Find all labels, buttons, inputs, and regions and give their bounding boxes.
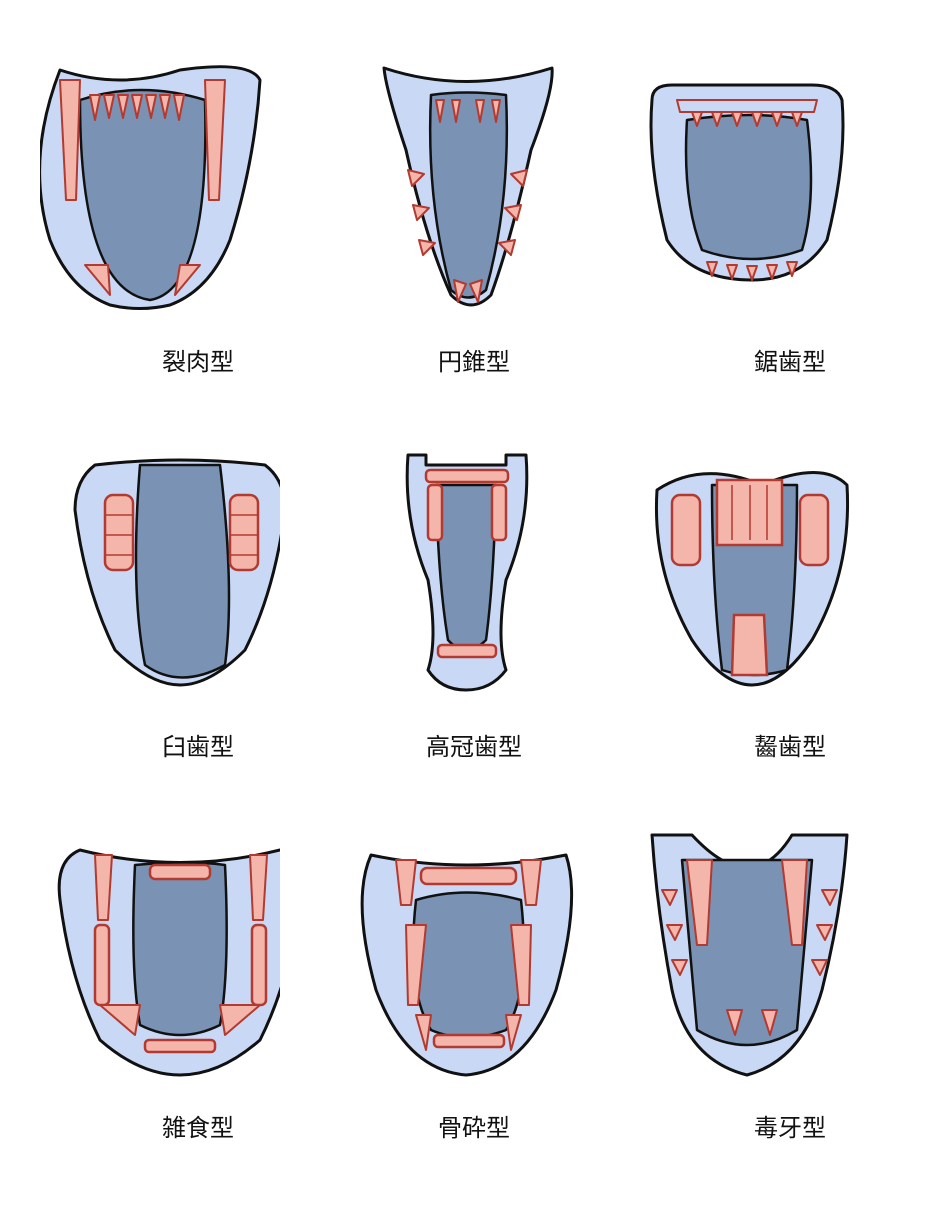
bone-crushing-jaw-illustration — [360, 853, 574, 1077]
omnivore-teeth — [93, 854, 268, 1054]
carnassial-teeth — [59, 79, 226, 296]
molar-teeth — [103, 493, 260, 572]
jaw-diagram-bone-crushing: 骨砕型 — [316, 830, 632, 1230]
conical-teeth — [407, 99, 528, 303]
jaw-diagram-rodent: 齧歯型 — [632, 440, 948, 840]
carnassial-jaw-illustration — [40, 65, 262, 310]
jaw-diagram-conical: 円錐型 — [316, 40, 632, 440]
rodent-teeth — [670, 478, 830, 677]
jaw-diagram-carnassial: 裂肉型 — [40, 40, 356, 440]
omnivore-jaw-illustration — [57, 848, 280, 1077]
serrated-teeth — [676, 99, 818, 281]
bone-crushing-teeth — [395, 859, 542, 1051]
hypsodont-teeth — [424, 468, 510, 659]
label-conical: 円錐型 — [438, 348, 510, 376]
label-carnassial: 裂肉型 — [162, 348, 234, 376]
jaw-diagram-serrated: 鋸歯型 — [632, 40, 948, 440]
jaw-diagram-hypsodont: 高冠歯型 — [316, 440, 632, 840]
label-omnivore: 雑食型 — [162, 1114, 234, 1142]
molar-jaw-illustration — [73, 458, 280, 687]
venom-fang-jaw-illustration — [650, 833, 849, 1077]
conical-jaw-illustration — [382, 66, 554, 307]
label-venom-fang: 毒牙型 — [754, 1114, 826, 1142]
label-serrated: 鋸歯型 — [754, 348, 826, 376]
jaw-diagram-venom-fang: 毒牙型 — [632, 830, 948, 1230]
label-hypsodont: 高冠歯型 — [426, 733, 522, 761]
label-bone-crushing: 骨砕型 — [438, 1114, 510, 1142]
jaw-diagram-molar: 臼歯型 — [40, 440, 356, 840]
jaw-diagram-omnivore: 雑食型 — [40, 830, 356, 1230]
rodent-jaw-illustration — [654, 471, 850, 687]
hypsodont-jaw-illustration — [405, 453, 529, 692]
label-molar: 臼歯型 — [162, 733, 234, 761]
label-rodent: 齧歯型 — [754, 733, 826, 761]
venom-fang-teeth — [661, 859, 838, 1036]
serrated-jaw-illustration — [649, 83, 845, 282]
